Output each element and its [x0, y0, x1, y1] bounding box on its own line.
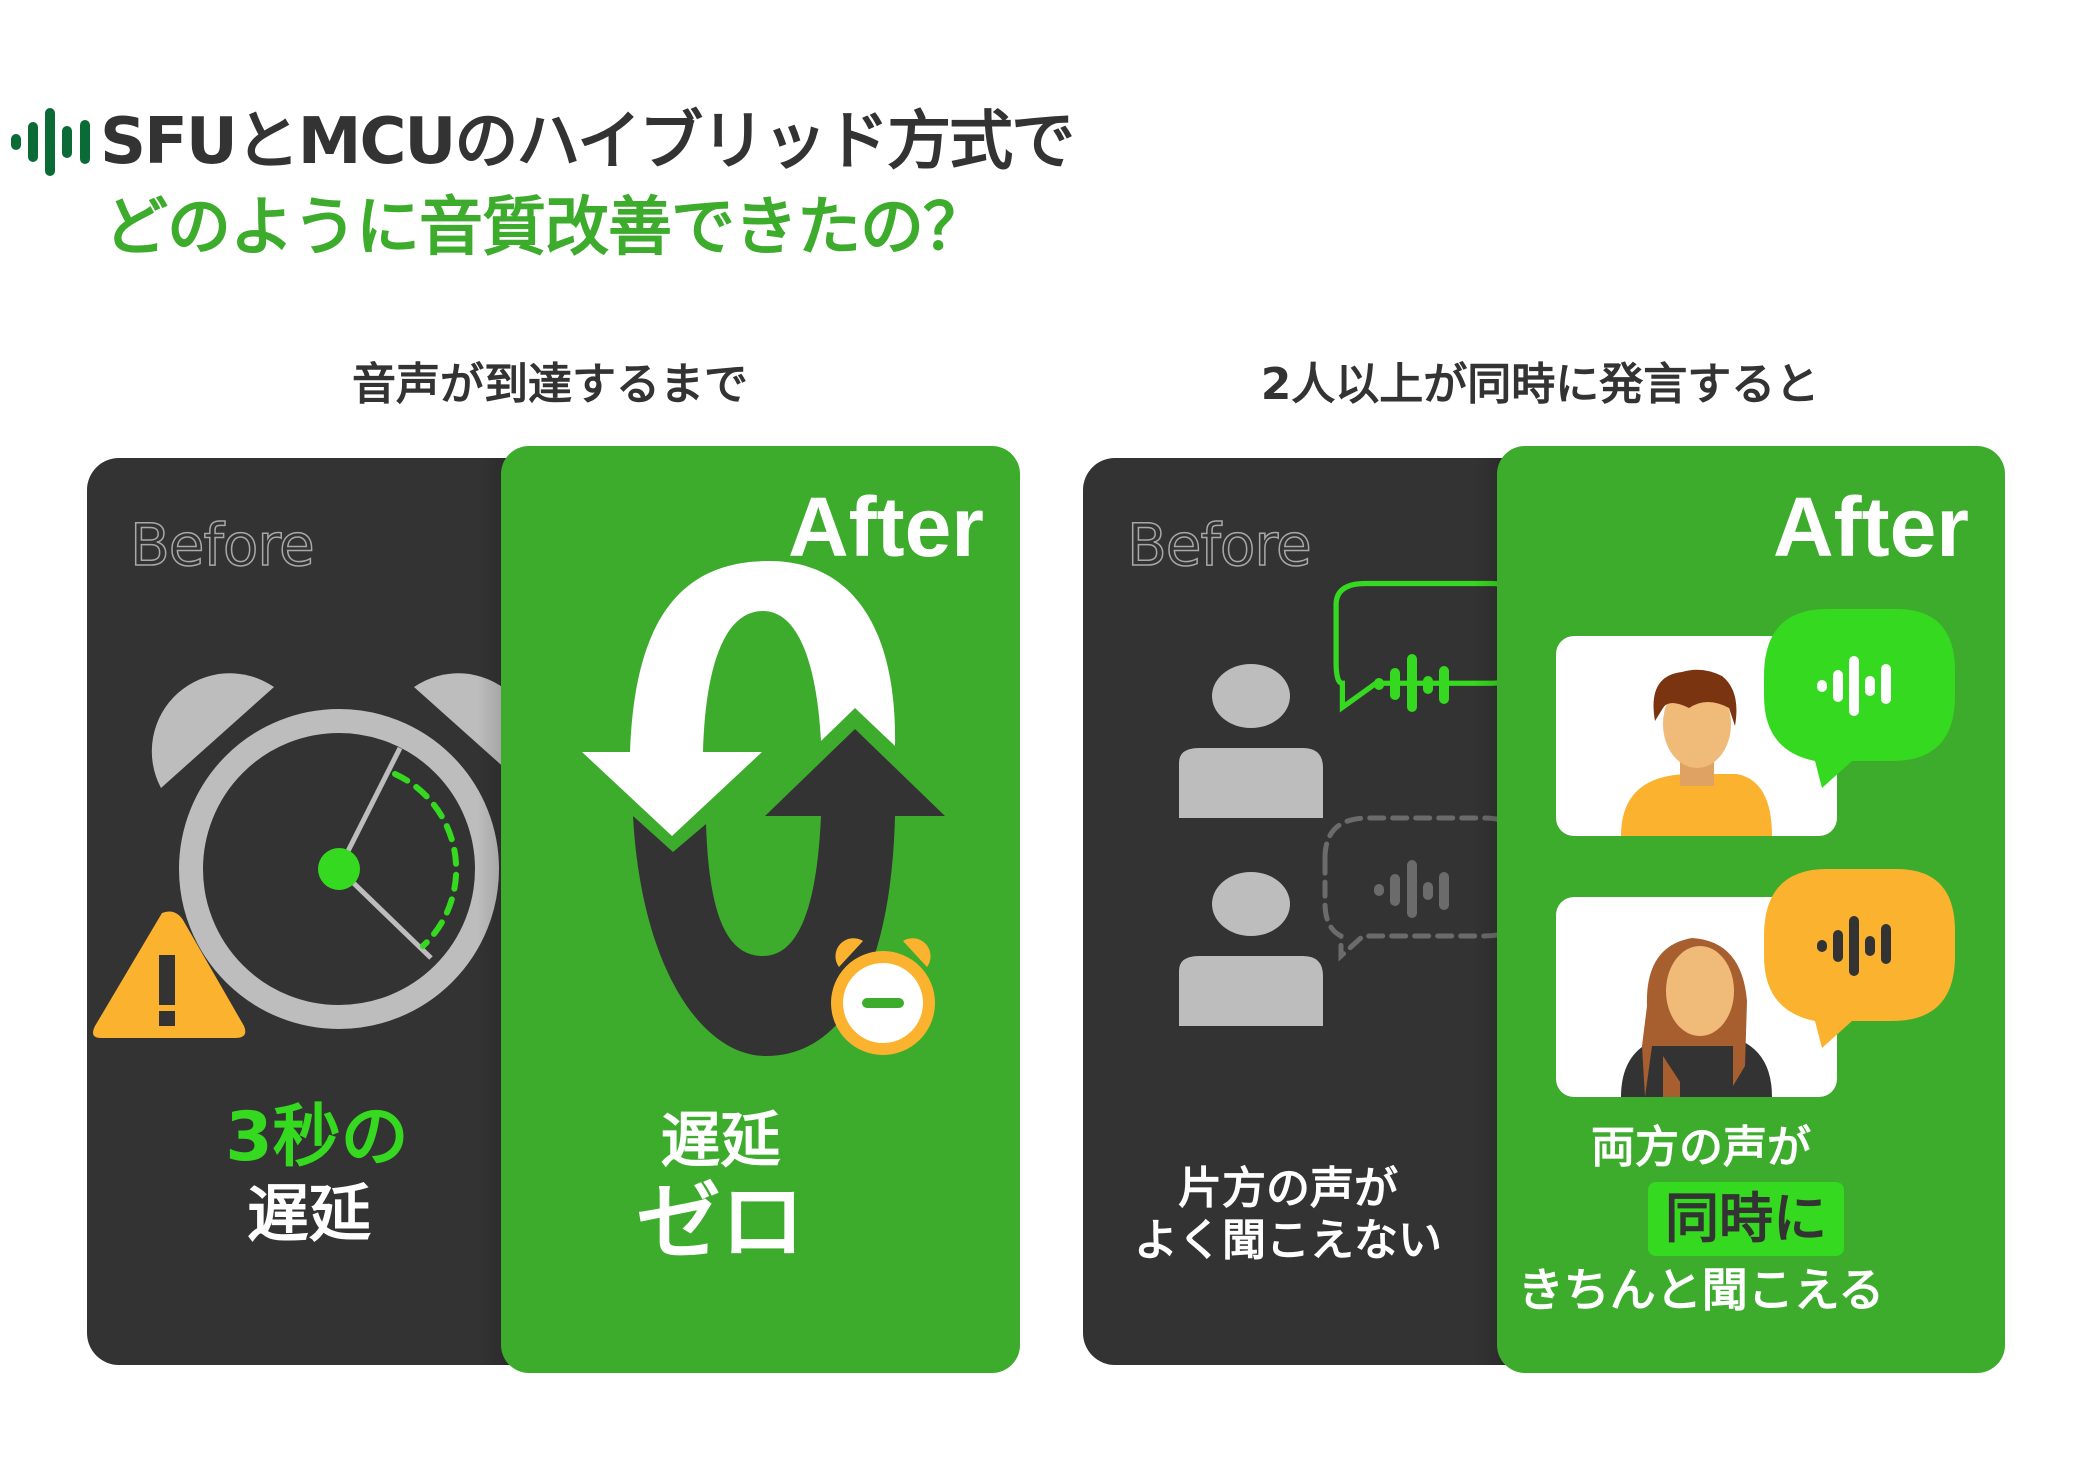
- before-card-simultaneous: Before 片方の声が よく聞こえない: [1083, 458, 1543, 1365]
- after-label: After: [1772, 480, 1969, 574]
- latency-highlight-text: 3秒の: [225, 1098, 409, 1177]
- zero-latency-line2: ゼロ: [636, 1173, 805, 1271]
- before-label: Before: [129, 510, 315, 580]
- section-heading-latency: 音声が到達するまで: [352, 359, 748, 410]
- before-label: Before: [1126, 510, 1312, 580]
- after-caption-line1: 両方の声が: [1591, 1122, 1811, 1173]
- highlight-badge: 同時に: [1648, 1182, 1844, 1256]
- after-caption-line3: きちんと聞こえる: [1517, 1263, 1885, 1317]
- before-caption-line2: よく聞こえない: [1134, 1215, 1442, 1266]
- after-label: After: [787, 480, 984, 574]
- after-card-latency: After 遅延 ゼロ: [501, 446, 1020, 1373]
- zero-arrows-clock-icon: [582, 561, 945, 1056]
- section-heading-simultaneous: 2人以上が同時に発言すると: [1260, 359, 1820, 410]
- after-caption-highlight: 同時に: [1665, 1187, 1827, 1250]
- two-users-speech-icon: [1179, 580, 1531, 1026]
- before-caption-line1: 片方の声が: [1178, 1163, 1398, 1214]
- page-title-line1: SFUとMCUのハイブリッド方式で: [100, 105, 1075, 179]
- latency-caption: 遅延: [246, 1177, 371, 1250]
- video-call-speakers-icon: [1556, 609, 1955, 1097]
- zero-latency-line1: 遅延: [660, 1106, 781, 1176]
- page-title-line2: どのように音質改善できたの？: [104, 191, 987, 265]
- sound-wave-icon: [11, 108, 90, 176]
- after-card-simultaneous: After 両方の声: [1497, 446, 2005, 1373]
